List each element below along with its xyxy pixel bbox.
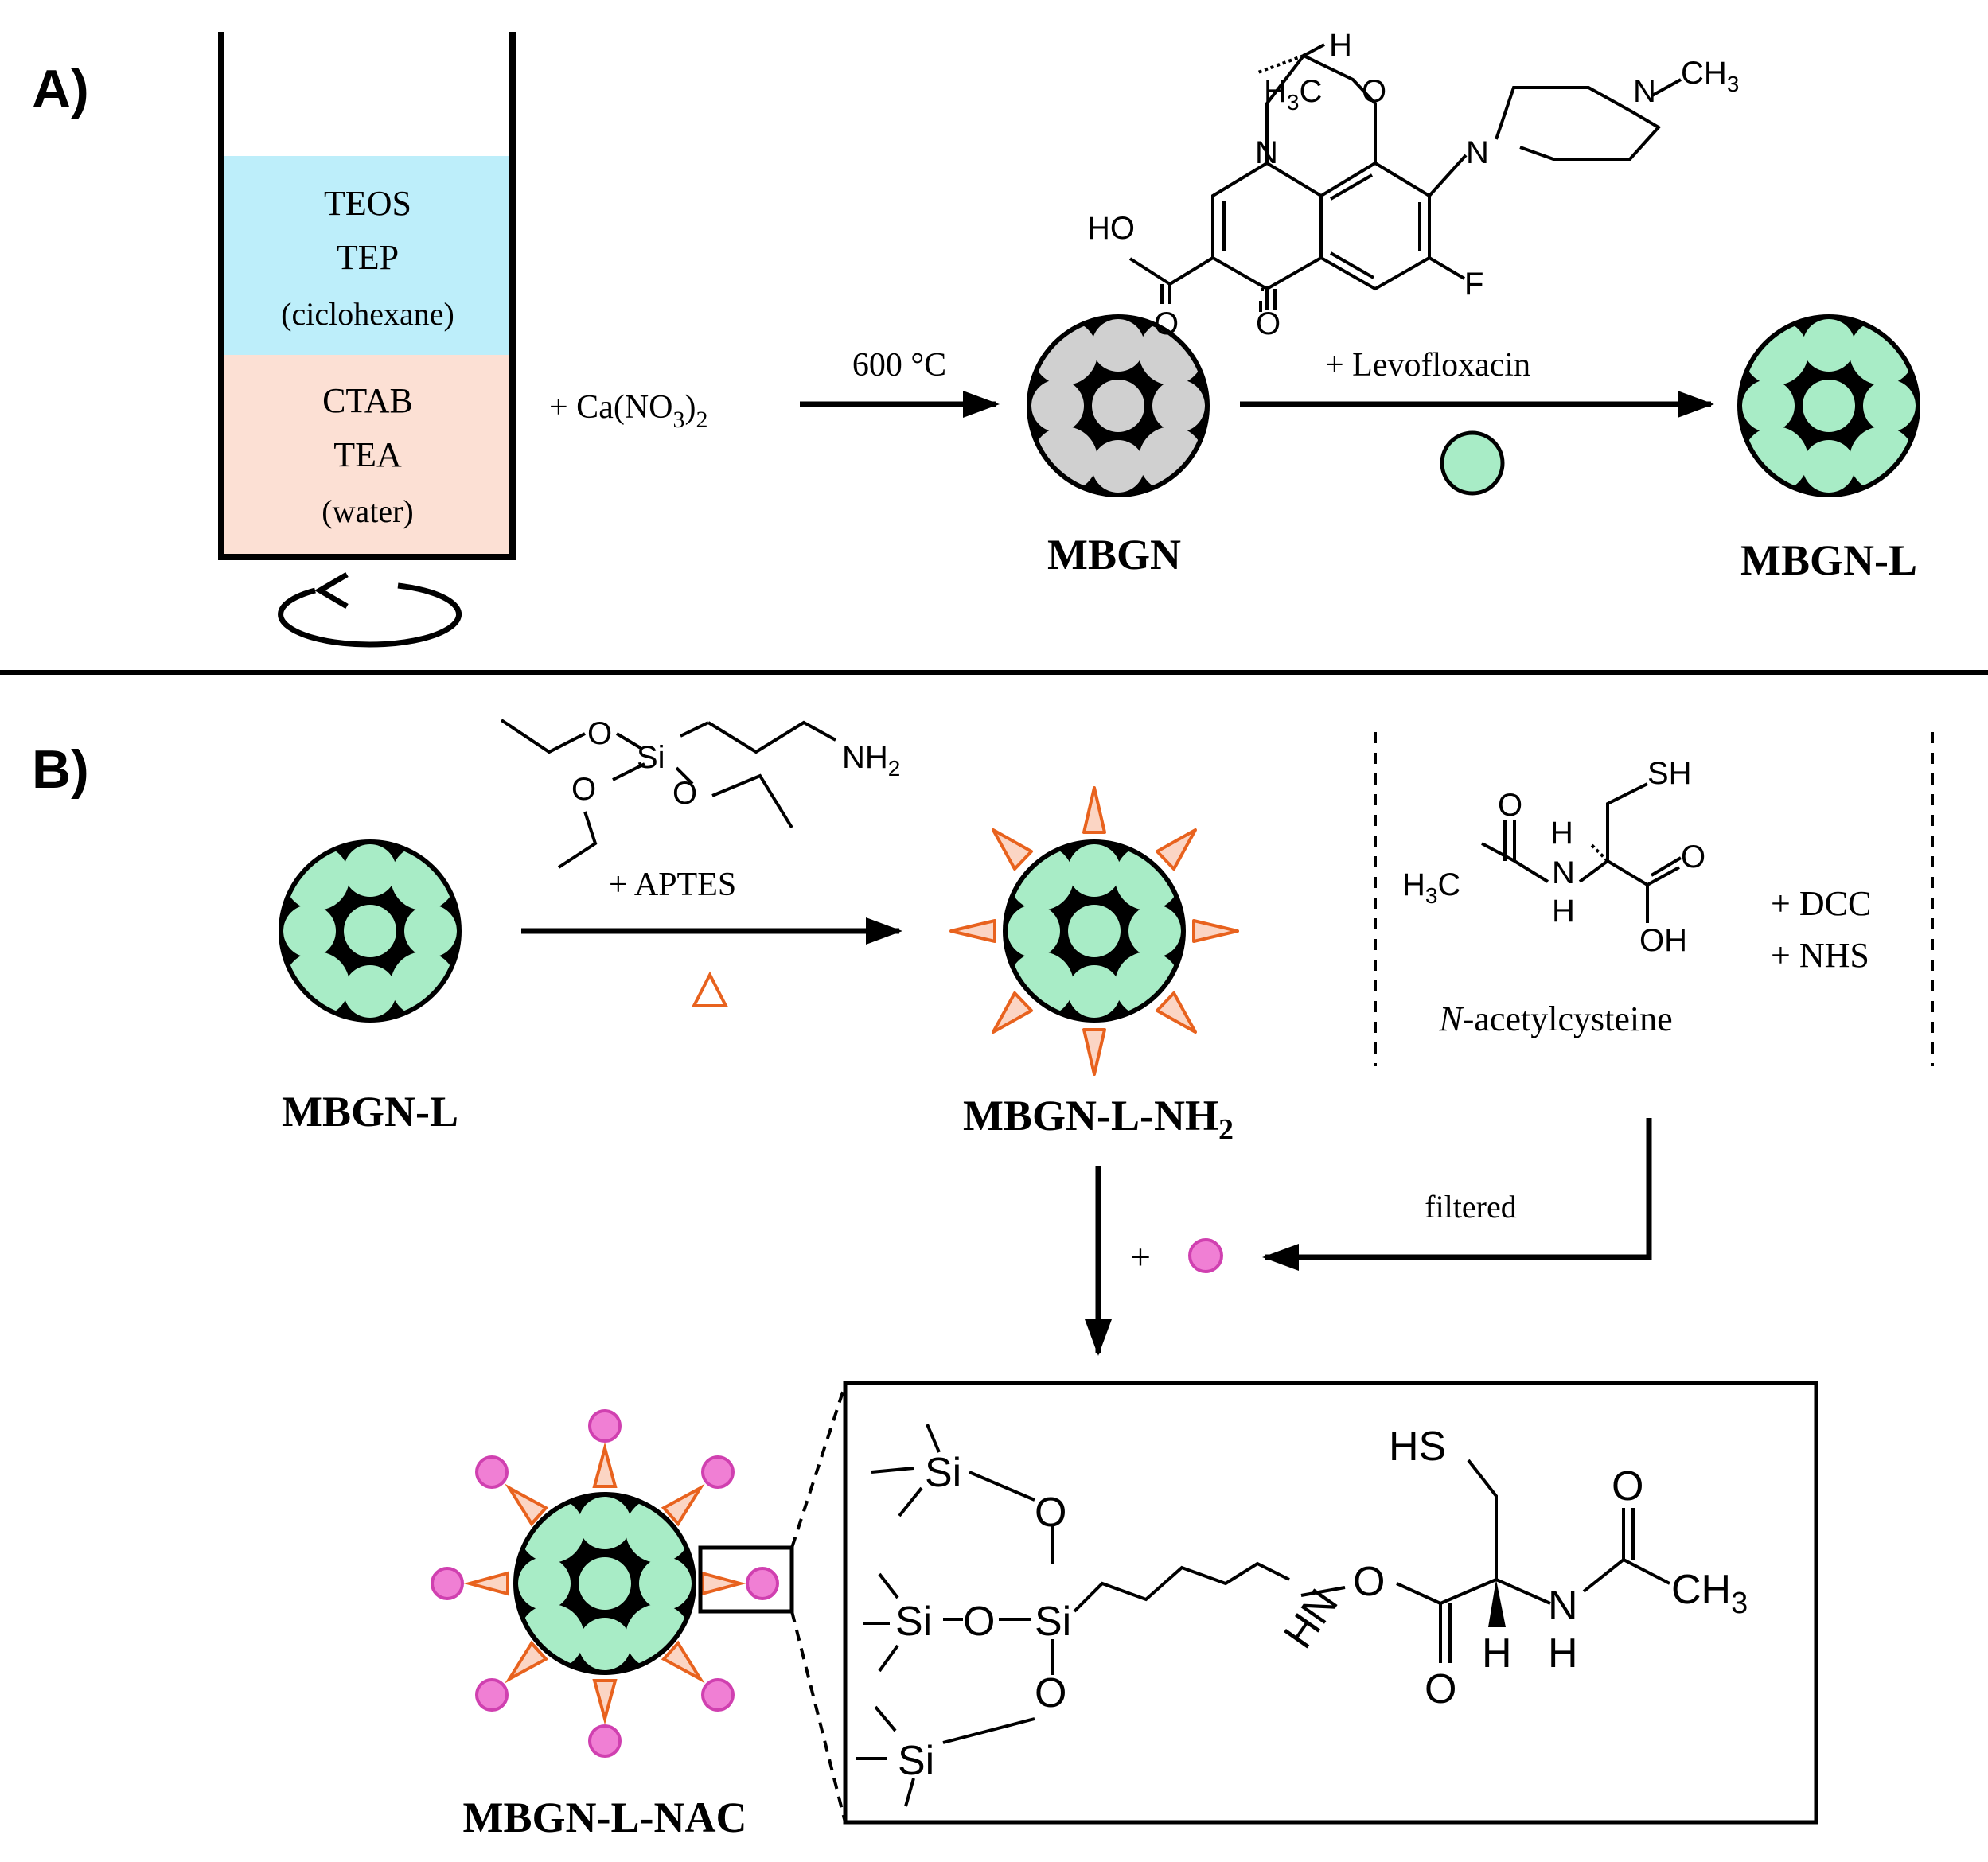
svg-text:Si: Si xyxy=(1035,1599,1071,1645)
svg-text:F: F xyxy=(1464,267,1483,302)
svg-text:O: O xyxy=(1035,1490,1066,1536)
levofloxacin-symbol xyxy=(1440,430,1505,496)
svg-text:O: O xyxy=(1498,788,1522,823)
nac-structure xyxy=(1481,782,1682,923)
nhs-label: + NHS xyxy=(1771,936,1869,975)
svg-text:O: O xyxy=(1425,1666,1456,1712)
mbgn-label: MBGN xyxy=(1047,531,1181,578)
svg-text:HO: HO xyxy=(1087,211,1135,246)
inset-structure-bonds xyxy=(856,1424,1670,1807)
mbgn-l-label-b: MBGN-L xyxy=(282,1088,458,1136)
svg-text:H: H xyxy=(1329,28,1352,63)
svg-text:N: N xyxy=(1633,74,1656,109)
svg-text:Si: Si xyxy=(637,740,665,775)
inset-structure-atoms: Si O Si O Si O Si HN O O HS H N H O CH3 xyxy=(895,1424,1748,1784)
svg-text:N: N xyxy=(1552,855,1575,890)
zoom-selection-box xyxy=(698,1545,794,1614)
svg-text:O: O xyxy=(1154,306,1179,341)
svg-text:HS: HS xyxy=(1389,1424,1446,1470)
arrow-filtered xyxy=(1262,1118,1652,1271)
mbgn-l-nh2-particle xyxy=(949,786,1239,1076)
svg-text:O: O xyxy=(963,1599,995,1645)
levofloxacin-atoms: H H3C O N N N CH3 HO O O F xyxy=(1087,28,1739,341)
svg-text:CH3: CH3 xyxy=(1671,1567,1748,1620)
beaker: TEOS TEP (ciclohexane) CTAB TEA (water) xyxy=(218,32,516,560)
svg-text:O: O xyxy=(1035,1670,1066,1716)
svg-text:OH: OH xyxy=(1639,923,1687,958)
svg-text:O: O xyxy=(571,772,596,807)
zoom-connector-bottom xyxy=(790,1611,847,1823)
svg-text:N: N xyxy=(1255,135,1278,170)
levofloxacin-label: + Levofloxacin xyxy=(1325,347,1530,384)
svg-text:N: N xyxy=(1466,135,1489,170)
aqueous-ctab: CTAB xyxy=(322,381,413,420)
svg-text:H3C: H3C xyxy=(1402,867,1460,908)
dcc-label: + DCC xyxy=(1771,884,1871,923)
mbgn-l-nac-label: MBGN-L-NAC xyxy=(463,1794,747,1841)
svg-text:N: N xyxy=(1548,1583,1578,1629)
calcination-temperature: 600 °C xyxy=(852,347,946,384)
organic-solvent: (ciclohexane) xyxy=(281,296,454,332)
filtered-label: filtered xyxy=(1425,1189,1517,1225)
heat-delta-icon xyxy=(691,971,729,1007)
svg-text:H: H xyxy=(1548,1630,1578,1677)
aqueous-phase-layer xyxy=(221,355,513,555)
svg-text:O: O xyxy=(1612,1463,1643,1509)
mbgn-l-particle-b xyxy=(279,839,462,1023)
mbgn-l-nh2-label: MBGN-L-NH2 xyxy=(963,1092,1234,1147)
svg-text:Si: Si xyxy=(895,1599,932,1645)
stereo-wedge xyxy=(1488,1580,1506,1627)
mbgn-l-label-a: MBGN-L xyxy=(1740,536,1917,584)
stirring-icon xyxy=(278,571,462,648)
svg-text:O: O xyxy=(1681,839,1705,875)
zoom-connector-top xyxy=(790,1384,847,1548)
svg-text:SH: SH xyxy=(1647,756,1692,791)
mbgn-l-particle-a xyxy=(1737,314,1920,497)
panel-label-b: B) xyxy=(32,739,89,800)
organic-tep: TEP xyxy=(337,238,399,277)
svg-text:Si: Si xyxy=(898,1738,934,1784)
svg-text:O: O xyxy=(672,776,697,811)
structure-inset-box xyxy=(843,1381,1818,1825)
svg-text:H3C: H3C xyxy=(1264,74,1322,115)
organic-teos: TEOS xyxy=(324,184,411,223)
svg-text:H: H xyxy=(1550,816,1573,851)
aptes-atoms: O Si O O NH2 xyxy=(571,716,900,811)
levofloxacin-structure xyxy=(1128,43,1682,312)
svg-text:O: O xyxy=(587,716,612,751)
organic-phase-layer xyxy=(221,156,513,355)
svg-text:O: O xyxy=(1362,74,1386,109)
aqueous-solvent: (water) xyxy=(322,493,413,529)
plus-nac-label: + xyxy=(1130,1237,1151,1277)
nac-atoms: SH O H H3C N H O OH xyxy=(1402,756,1705,958)
aptes-label: + APTES xyxy=(609,867,736,903)
svg-text:CH3: CH3 xyxy=(1681,56,1739,96)
nac-caption: N-acetylcysteine xyxy=(1438,999,1672,1038)
svg-text:O: O xyxy=(1353,1559,1385,1605)
aptes-structure xyxy=(500,719,836,869)
svg-text:Si: Si xyxy=(925,1450,961,1496)
aqueous-tea: TEA xyxy=(333,435,402,474)
svg-text:H: H xyxy=(1482,1630,1512,1677)
svg-text:O: O xyxy=(1256,306,1281,341)
svg-text:NH2: NH2 xyxy=(842,740,900,781)
mbgn-l-nac-particle xyxy=(431,1409,779,1758)
nac-symbol xyxy=(1188,1238,1223,1273)
svg-text:H: H xyxy=(1552,894,1575,929)
panel-label-a: A) xyxy=(32,59,89,119)
mbgn-particle xyxy=(1027,314,1210,497)
calcium-nitrate-label: + Ca(NO3)2 xyxy=(549,389,708,433)
